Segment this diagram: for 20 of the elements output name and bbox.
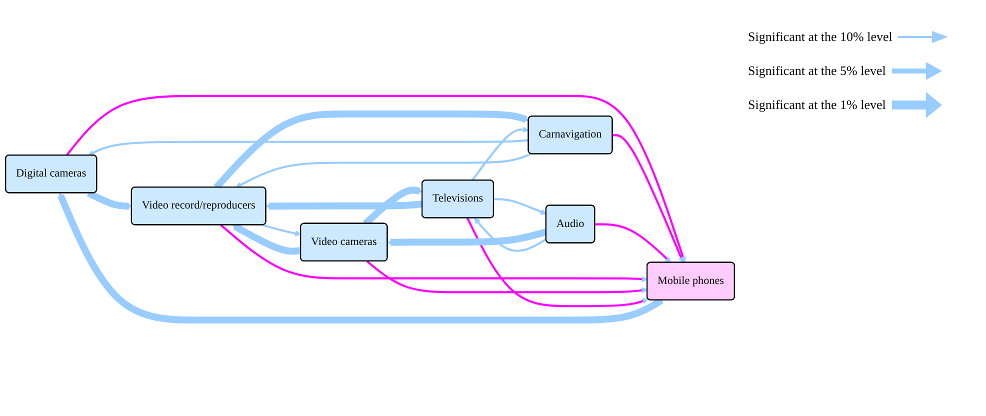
arrow bbox=[88, 139, 529, 156]
legend-text: Significant at the 1% level bbox=[748, 97, 886, 113]
arrow bbox=[57, 192, 664, 324]
arrow bbox=[466, 218, 649, 308]
arrow bbox=[612, 134, 684, 263]
arrow bbox=[266, 200, 423, 210]
arrow bbox=[387, 228, 548, 246]
arrow bbox=[366, 260, 648, 294]
arrow bbox=[66, 94, 686, 263]
arrow bbox=[220, 224, 648, 282]
arrow bbox=[232, 223, 302, 255]
arrow bbox=[494, 198, 547, 215]
arrow bbox=[474, 218, 547, 252]
arrow bbox=[262, 224, 302, 236]
legend-text: Significant at the 10% level bbox=[748, 29, 892, 45]
legend-text: Significant at the 5% level bbox=[748, 63, 886, 79]
arrow bbox=[594, 223, 672, 263]
arrow bbox=[235, 152, 532, 188]
arrow bbox=[471, 126, 529, 182]
arrow bbox=[86, 190, 132, 210]
